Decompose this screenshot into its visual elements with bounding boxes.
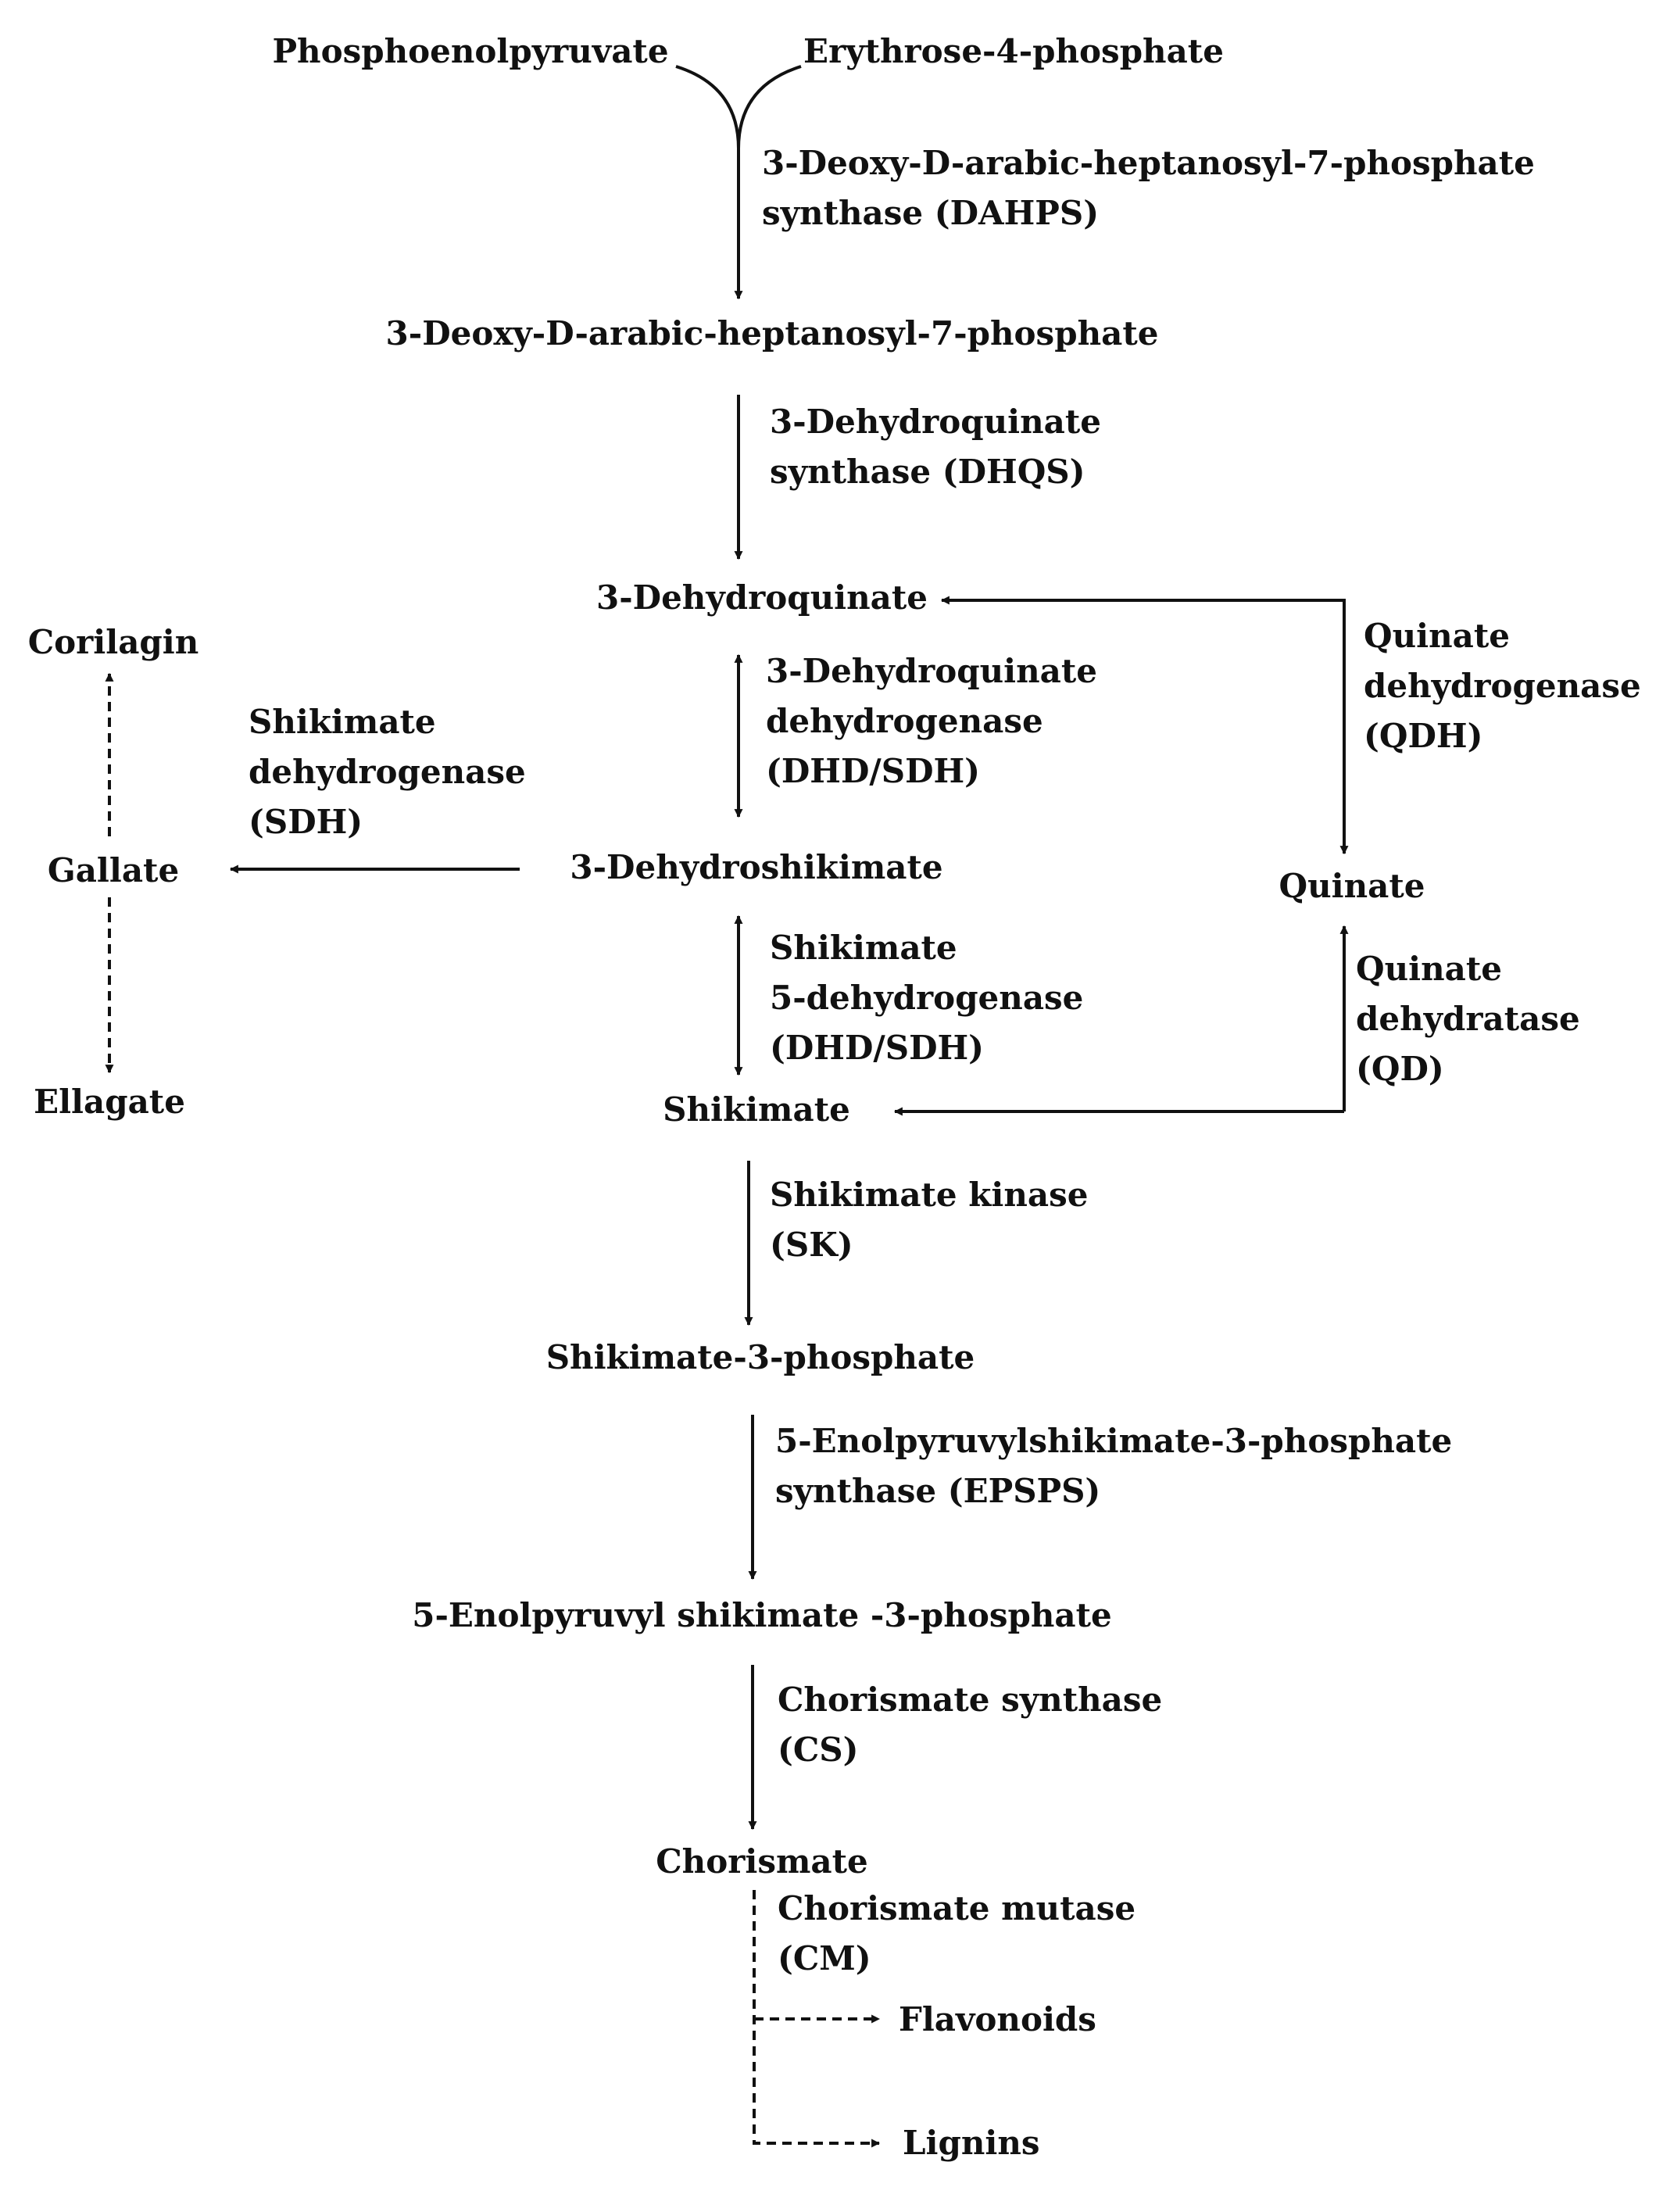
merge-curve-left <box>675 65 740 149</box>
enzyme-sdh5-line-3: (DHD/SDH) <box>770 1029 985 1067</box>
enzyme-epsps: 5-Enolpyruvylshikimate-3-phosphate synth… <box>775 1416 1452 1516</box>
enzyme-sdh: Shikimate dehydrogenase (SDH) <box>249 697 526 847</box>
enzyme-sk-line-2: (SK) <box>770 1226 853 1264</box>
compound-phosphoenolpyruvate: Phosphoenolpyruvate <box>272 32 669 70</box>
enzyme-dahps-line-1: 3-Deoxy-D-arabic-heptanosyl-7-phosphate <box>762 144 1535 182</box>
compound-shikimate-3-phosphate: Shikimate-3-phosphate <box>545 1338 975 1376</box>
compound-3-dehydroquinate: 3-Dehydroquinate <box>596 578 928 617</box>
enzyme-dhqs-line-2: synthase (DHQS) <box>770 453 1085 491</box>
enzyme-sk: Shikimate kinase (SK) <box>770 1170 1088 1270</box>
enzyme-shikimate-5-dehydrogenase: Shikimate 5-dehydrogenase (DHD/SDH) <box>770 923 1083 1073</box>
enzyme-dhd-sdh: 3-Dehydroquinate dehydrogenase (DHD/SDH) <box>766 646 1097 796</box>
arrow-cm-trunk <box>753 1890 881 2148</box>
merge-curve-right <box>737 65 802 149</box>
enzyme-cm-line-2: (CM) <box>778 1939 871 1978</box>
enzyme-qd: Quinate dehydratase (QD) <box>1356 944 1580 1094</box>
enzyme-dahps: 3-Deoxy-D-arabic-heptanosyl-7-phosphate … <box>762 138 1535 238</box>
enzyme-qdh-line-1: Quinate <box>1364 617 1510 655</box>
enzyme-dhqs-line-1: 3-Dehydroquinate <box>770 403 1101 441</box>
enzyme-sdh5-line-1: Shikimate <box>770 929 957 967</box>
enzyme-dhqs: 3-Dehydroquinate synthase (DHQS) <box>770 397 1101 497</box>
compound-gallate: Gallate <box>47 851 180 889</box>
enzyme-cs-line-2: (CS) <box>778 1731 859 1769</box>
compound-epsp: 5-Enolpyruvyl shikimate -3-phosphate <box>412 1596 1112 1634</box>
enzyme-qdh-line-3: (QDH) <box>1364 717 1483 755</box>
enzyme-epsps-line-1: 5-Enolpyruvylshikimate-3-phosphate <box>775 1422 1453 1460</box>
compound-ellagate: Ellagate <box>34 1083 185 1121</box>
enzyme-sk-line-1: Shikimate kinase <box>770 1176 1089 1214</box>
compound-flavonoids: Flavonoids <box>899 2000 1096 2038</box>
compound-chorismate: Chorismate <box>656 1842 868 1881</box>
compound-erythrose-4-phosphate: Erythrose-4-phosphate <box>803 32 1224 70</box>
compound-quinate: Quinate <box>1279 867 1425 905</box>
compound-3-dehydroshikimate: 3-Dehydroshikimate <box>570 848 943 886</box>
enzyme-cm: Chorismate mutase (CM) <box>778 1884 1135 1984</box>
compound-dahp: 3-Deoxy-D-arabic-heptanosyl-7-phosphate <box>385 314 1159 353</box>
enzyme-sdh5-line-2: 5-dehydrogenase <box>770 979 1084 1017</box>
enzyme-cs-line-1: Chorismate synthase <box>778 1680 1163 1719</box>
enzyme-sdh-line-2: dehydrogenase <box>249 753 526 791</box>
enzyme-qdh: Quinate dehydrogenase (QDH) <box>1364 611 1641 761</box>
enzyme-dhd-sdh-line-1: 3-Dehydroquinate <box>766 652 1097 690</box>
enzyme-qd-line-1: Quinate <box>1356 950 1502 988</box>
enzyme-epsps-line-2: synthase (EPSPS) <box>775 1472 1101 1510</box>
enzyme-cs: Chorismate synthase (CS) <box>778 1675 1162 1775</box>
enzyme-dahps-line-2: synthase (DAHPS) <box>762 194 1100 232</box>
compound-corilagin: Corilagin <box>27 623 199 661</box>
enzyme-qd-line-3: (QD) <box>1356 1050 1444 1088</box>
enzyme-sdh-line-3: (SDH) <box>249 803 363 841</box>
enzyme-dhd-sdh-line-3: (DHD/SDH) <box>766 752 981 790</box>
enzyme-qdh-line-2: dehydrogenase <box>1364 667 1641 705</box>
compound-lignins: Lignins <box>903 2124 1040 2162</box>
enzyme-dhd-sdh-line-2: dehydrogenase <box>766 702 1043 740</box>
compound-shikimate: Shikimate <box>663 1090 850 1129</box>
enzyme-cm-line-1: Chorismate mutase <box>778 1889 1136 1927</box>
enzyme-sdh-line-1: Shikimate <box>249 703 436 741</box>
enzyme-qd-line-2: dehydratase <box>1356 1000 1580 1038</box>
